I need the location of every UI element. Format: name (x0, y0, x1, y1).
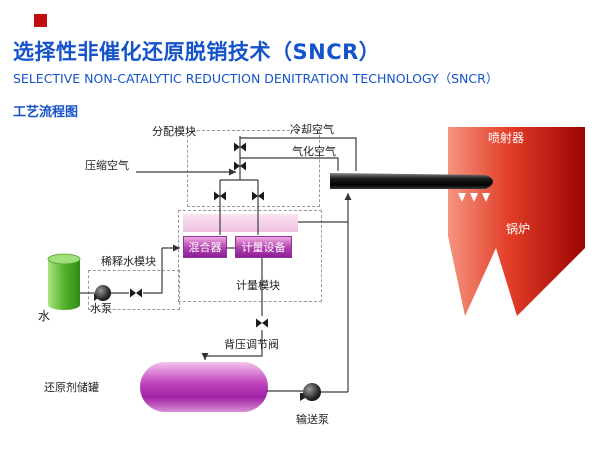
reductant-storage-tank-shape (140, 362, 268, 412)
metering-module-box (178, 210, 322, 302)
dilution-water-module-label: 稀释水模块 (101, 255, 156, 268)
metering-module-label: 计量模块 (236, 279, 280, 292)
water-pump-icon (94, 285, 111, 301)
dilution-water-module-box (88, 270, 180, 310)
injector-lance (330, 173, 493, 189)
metering-equipment-label: 计量设备 (241, 241, 286, 254)
metering-equipment-block: 计量设备 (235, 236, 292, 258)
boiler-shape (448, 127, 585, 316)
valve-icons (130, 142, 268, 328)
page-title: 选择性非催化还原脱销技术（SNCR） (13, 40, 381, 64)
spray-nozzle-icons (458, 193, 490, 202)
mixer-block: 混合器 (183, 236, 227, 258)
transfer-pump-icon (300, 383, 321, 401)
metering-strip (183, 214, 298, 232)
pipe-lines (80, 136, 357, 393)
page-subtitle: SELECTIVE NON-CATALYTIC REDUCTION DENITR… (13, 71, 499, 86)
water-pump-label: 水泵 (90, 302, 112, 315)
boiler-label: 锅炉 (506, 222, 531, 236)
mixer-label: 混合器 (188, 241, 222, 254)
water-tank-shape (47, 253, 81, 310)
back-pressure-valve-label: 背压调节阀 (224, 338, 279, 351)
compressed-air-label: 压缩空气 (85, 159, 129, 172)
reductant-storage-tank-label: 还原剂储罐 (44, 381, 99, 394)
injector-label: 喷射器 (488, 131, 525, 145)
water-label: 水 (38, 309, 51, 323)
distribution-module-box (187, 130, 320, 207)
logo-mark (34, 14, 47, 27)
distribution-module-label: 分配模块 (152, 125, 196, 138)
section-label: 工艺流程图 (13, 105, 79, 120)
transfer-pump-label: 输送泵 (296, 413, 329, 426)
cooling-air-label: 冷却空气 (290, 123, 334, 136)
gasification-air-label: 气化空气 (292, 145, 336, 158)
